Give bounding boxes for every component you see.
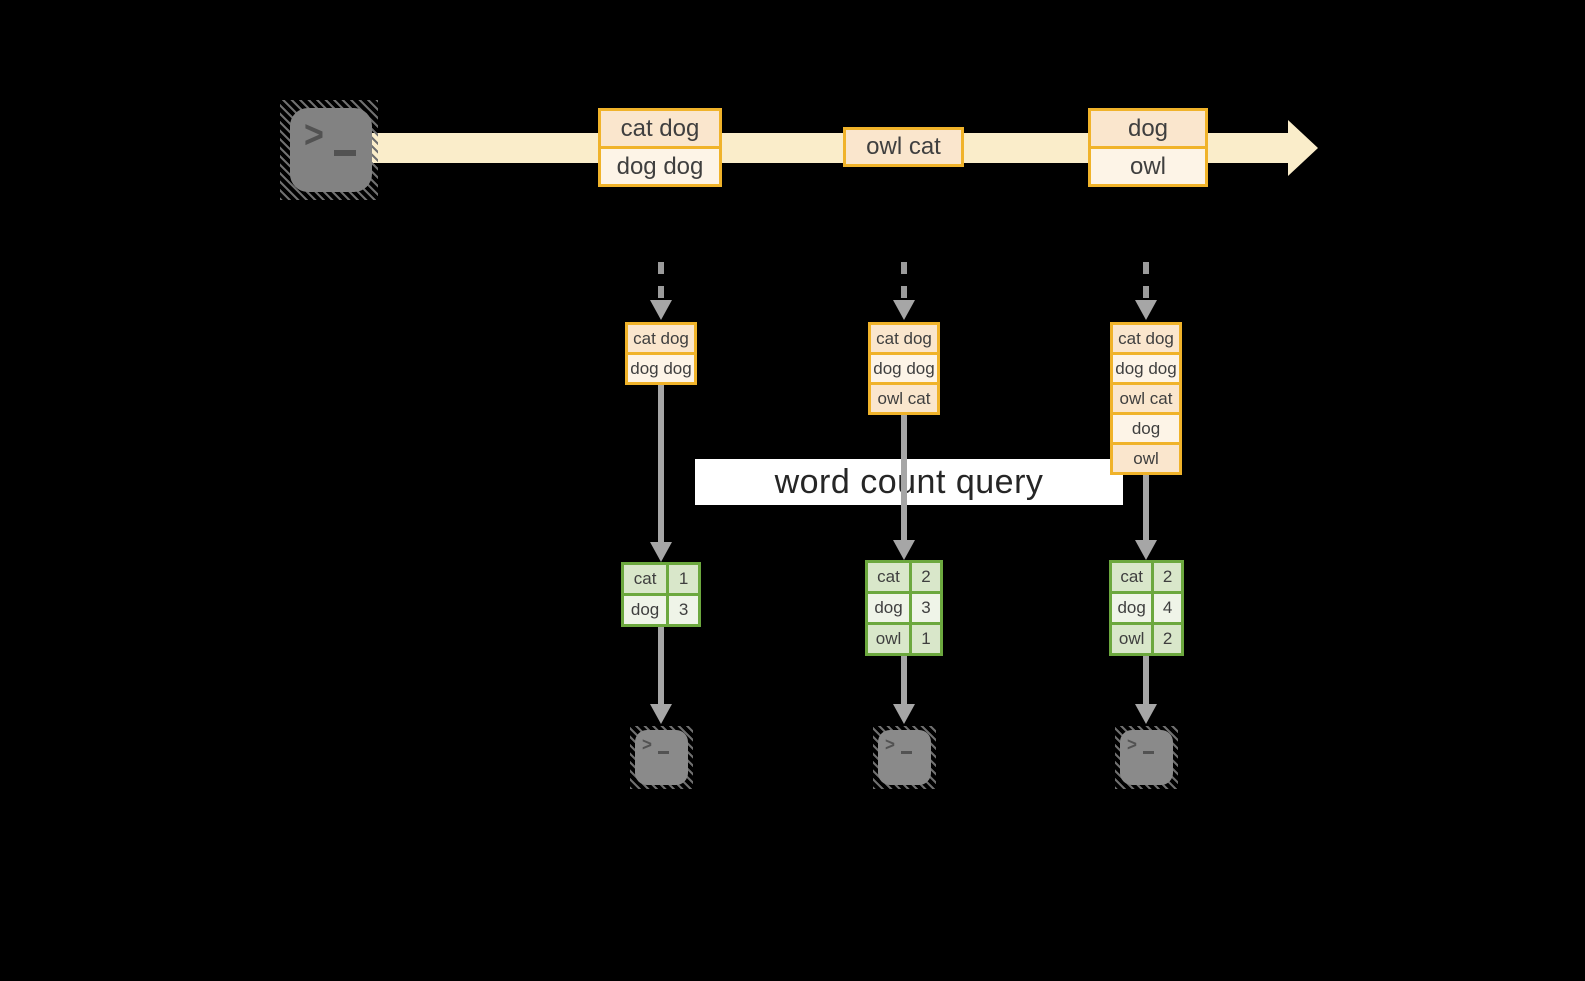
word-cell: cat	[868, 563, 910, 591]
table-row: dog 3	[868, 594, 940, 622]
stream-record-item: dog	[1091, 111, 1205, 146]
arrow-line	[901, 415, 907, 540]
state-item: cat dog	[1113, 325, 1179, 352]
sink-terminal-icon: >	[873, 726, 936, 789]
arrow-head	[893, 704, 915, 724]
arrow-head	[1135, 704, 1157, 724]
dashed-arrow-line	[658, 262, 664, 298]
count-cell: 1	[912, 625, 940, 653]
prompt-icon: >	[885, 734, 895, 755]
terminal-body: >	[635, 730, 688, 785]
state-buffer-box-3: cat dog dog dog owl cat dog owl	[1110, 322, 1182, 475]
state-item: dog	[1113, 415, 1179, 442]
stream-record-box-1: cat dog dog dog	[598, 108, 722, 187]
stream-record-item: cat dog	[601, 111, 719, 146]
state-buffer-box-1: cat dog dog dog	[625, 322, 697, 385]
state-item: dog dog	[1113, 355, 1179, 382]
word-cell: dog	[1112, 594, 1152, 622]
word-cell: cat	[624, 565, 667, 593]
source-terminal-icon: >	[280, 100, 378, 200]
stream-record-item: owl	[1091, 149, 1205, 184]
dashed-arrow-line	[901, 262, 907, 298]
arrow-head	[893, 540, 915, 560]
dashed-arrow-head	[650, 300, 672, 320]
stream-arrowhead-icon	[1288, 120, 1318, 176]
stream-record-box-2: owl cat	[843, 127, 964, 167]
terminal-body: >	[1120, 730, 1173, 785]
word-count-table-3: cat 2 dog 4 owl 2	[1109, 560, 1184, 656]
table-row: cat 2	[868, 563, 940, 591]
query-label: word count query	[695, 459, 1123, 505]
word-cell: dog	[624, 596, 667, 624]
count-cell: 4	[1154, 594, 1181, 622]
arrow-line	[658, 627, 664, 704]
state-item: dog dog	[871, 355, 937, 382]
cursor-underscore-icon	[1143, 751, 1154, 754]
word-cell: owl	[1112, 625, 1152, 653]
state-item: owl cat	[871, 385, 937, 412]
terminal-body: >	[290, 108, 372, 192]
stream-record-item: dog dog	[601, 149, 719, 184]
stream-record-box-3: dog owl	[1088, 108, 1208, 187]
arrow-line	[658, 385, 664, 542]
state-buffer-box-2: cat dog dog dog owl cat	[868, 322, 940, 415]
state-item: cat dog	[628, 325, 694, 352]
word-cell: owl	[868, 625, 910, 653]
arrow-line	[1143, 475, 1149, 540]
prompt-icon: >	[1127, 734, 1137, 755]
state-item: owl cat	[1113, 385, 1179, 412]
table-row: owl 2	[1112, 625, 1181, 653]
table-row: dog 3	[624, 596, 698, 624]
table-row: cat 2	[1112, 563, 1181, 591]
query-label-text: word count query	[774, 462, 1044, 501]
count-cell: 3	[669, 596, 698, 624]
cursor-underscore-icon	[334, 150, 356, 156]
word-count-table-1: cat 1 dog 3	[621, 562, 701, 627]
cursor-underscore-icon	[658, 751, 669, 754]
dashed-arrow-line	[1143, 262, 1149, 298]
count-cell: 2	[1154, 563, 1181, 591]
table-row: owl 1	[868, 625, 940, 653]
state-item: dog dog	[628, 355, 694, 382]
terminal-body: >	[878, 730, 931, 785]
dashed-arrow-head	[893, 300, 915, 320]
cursor-underscore-icon	[901, 751, 912, 754]
word-cell: cat	[1112, 563, 1152, 591]
arrow-head	[650, 704, 672, 724]
arrow-head	[1135, 540, 1157, 560]
sink-terminal-icon: >	[630, 726, 693, 789]
count-cell: 2	[912, 563, 940, 591]
table-row: cat 1	[624, 565, 698, 593]
stream-record-item: owl cat	[846, 130, 961, 164]
sink-terminal-icon: >	[1115, 726, 1178, 789]
arrow-line	[1143, 656, 1149, 704]
count-cell: 3	[912, 594, 940, 622]
state-item: owl	[1113, 445, 1179, 472]
count-cell: 2	[1154, 625, 1181, 653]
arrow-line	[901, 656, 907, 704]
prompt-icon: >	[642, 734, 652, 755]
count-cell: 1	[669, 565, 698, 593]
table-row: dog 4	[1112, 594, 1181, 622]
prompt-icon: >	[304, 113, 324, 157]
arrow-head	[650, 542, 672, 562]
state-item: cat dog	[871, 325, 937, 352]
dashed-arrow-head	[1135, 300, 1157, 320]
word-cell: dog	[868, 594, 910, 622]
word-count-table-2: cat 2 dog 3 owl 1	[865, 560, 943, 656]
